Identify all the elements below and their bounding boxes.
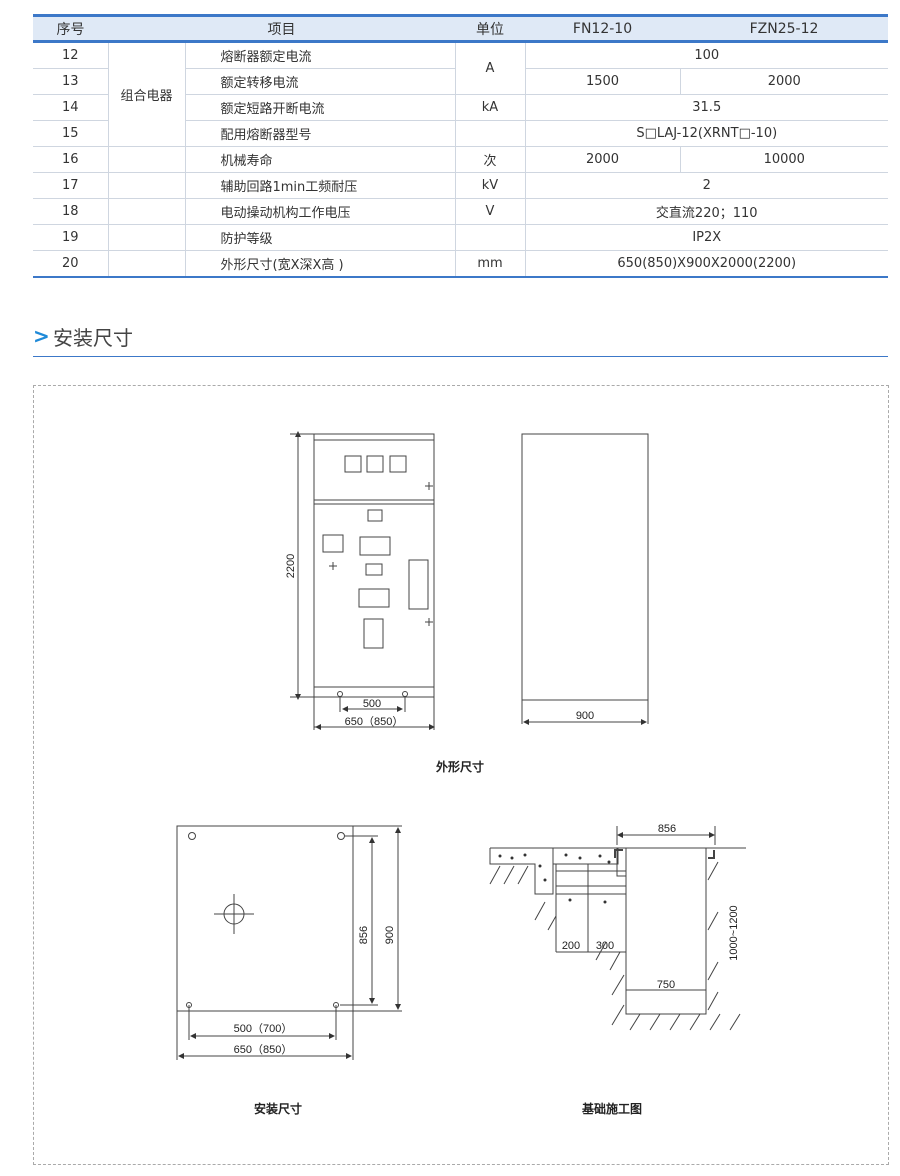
table-row: 18 电动操动机构工作电压 V 交直流220；110 xyxy=(33,198,888,225)
header-unit: 单位 xyxy=(476,21,504,38)
row-no: 16 xyxy=(33,146,109,173)
row-item: 外形尺寸(宽X深X高 ) xyxy=(185,250,456,278)
row-value: S□LAJ-12(XRNT□-10) xyxy=(525,120,888,147)
table-row: 12 组合电器 熔断器额定电流 A 100 xyxy=(33,41,888,147)
row-item: 熔断器额定电流 xyxy=(185,41,456,69)
caption-outline: 外形尺寸 xyxy=(436,759,484,774)
row-unit: A xyxy=(455,41,526,95)
dim-height: 2200 xyxy=(285,554,297,578)
row-value: 100 xyxy=(525,41,888,69)
row-item: 电动操动机构工作电压 xyxy=(185,198,456,225)
header-no: 序号 xyxy=(56,21,85,38)
section-header: > 安装尺寸 xyxy=(33,320,888,357)
foundation-section xyxy=(489,826,746,1031)
dim-depth-range: 1000~1200 xyxy=(728,905,740,960)
row-no: 15 xyxy=(33,120,109,147)
row-value-fn12: 2000 xyxy=(525,146,681,173)
row-no: 12 xyxy=(33,41,109,69)
dim-750: 750 xyxy=(657,979,675,991)
row-no: 17 xyxy=(33,172,109,199)
row-unit: V xyxy=(455,198,526,225)
dim-900: 900 xyxy=(384,926,396,944)
spec-table: 序号 项目 单位 FN12-10 FZN25-12 12 组合电器 熔断器额定电… xyxy=(33,14,888,278)
section-title: 安装尺寸 xyxy=(53,326,133,350)
dim-856: 856 xyxy=(358,926,370,944)
dim-650-850: 650（850） xyxy=(234,1043,293,1056)
side-view xyxy=(521,433,649,725)
table-row: 19 防护等级 IP2X xyxy=(33,224,888,251)
row-no: 14 xyxy=(33,94,109,121)
row-item: 配用熔断器型号 xyxy=(185,120,456,147)
dim-300: 300 xyxy=(596,940,614,952)
row-no: 18 xyxy=(33,198,109,225)
dim-650: 650（850） xyxy=(345,715,404,728)
row-item: 额定转移电流 xyxy=(185,68,456,95)
table-row: 13 额定转移电流 1500 2000 xyxy=(33,68,888,95)
table-header: 序号 项目 单位 FN12-10 FZN25-12 xyxy=(33,15,888,42)
row-unit: kV xyxy=(455,172,526,199)
row-value-fn12: 1500 xyxy=(525,68,681,95)
front-view xyxy=(290,431,435,730)
caption-foundation: 基础施工图 xyxy=(581,1101,642,1116)
table-row: 14 额定短路开断电流 kA 31.5 xyxy=(33,94,888,121)
header-fzn25: FZN25-12 xyxy=(749,20,819,37)
row-value: 650(850)X900X2000(2200) xyxy=(525,250,888,278)
row-value-fzn25: 2000 xyxy=(680,68,888,95)
row-value-fzn25: 10000 xyxy=(680,146,888,173)
dim-500: 500 xyxy=(363,698,381,710)
row-no: 13 xyxy=(33,68,109,95)
dim-500-700: 500（700） xyxy=(234,1022,293,1035)
row-item: 额定短路开断电流 xyxy=(185,94,456,121)
dim-200: 200 xyxy=(562,940,580,952)
drawing-frame xyxy=(33,385,889,1165)
row-unit: 次 xyxy=(455,146,526,173)
row-unit xyxy=(455,120,526,147)
row-unit: kA xyxy=(455,94,526,121)
row-unit: mm xyxy=(455,250,526,278)
install-plan xyxy=(176,825,402,1060)
row-unit xyxy=(455,224,526,251)
row-no: 20 xyxy=(33,250,109,278)
row-value: 2 xyxy=(525,172,888,199)
table-row: 15 配用熔断器型号 S□LAJ-12(XRNT□-10) xyxy=(33,120,888,147)
dim-depth: 900 xyxy=(576,710,594,722)
row-item: 机械寿命 xyxy=(185,146,456,173)
table-row: 16 机械寿命 次 2000 10000 xyxy=(33,146,888,173)
row-no: 19 xyxy=(33,224,109,251)
header-fn12: FN12-10 xyxy=(572,20,633,37)
table-row: 20 外形尺寸(宽X深X高 ) mm 650(850)X900X2000(220… xyxy=(33,250,888,278)
row-item: 防护等级 xyxy=(185,224,456,251)
chevron-right-icon: > xyxy=(33,324,50,348)
row-item: 辅助回路1min工频耐压 xyxy=(185,172,456,199)
caption-install: 安装尺寸 xyxy=(254,1101,302,1116)
group-label: 组合电器 xyxy=(108,41,186,147)
row-value: IP2X xyxy=(525,224,888,251)
header-item: 项目 xyxy=(267,21,296,38)
table-row: 17 辅助回路1min工频耐压 kV 2 xyxy=(33,172,888,199)
row-value: 31.5 xyxy=(525,94,888,121)
row-value: 交直流220；110 xyxy=(525,198,888,225)
dim-856-foundation: 856 xyxy=(658,823,676,835)
